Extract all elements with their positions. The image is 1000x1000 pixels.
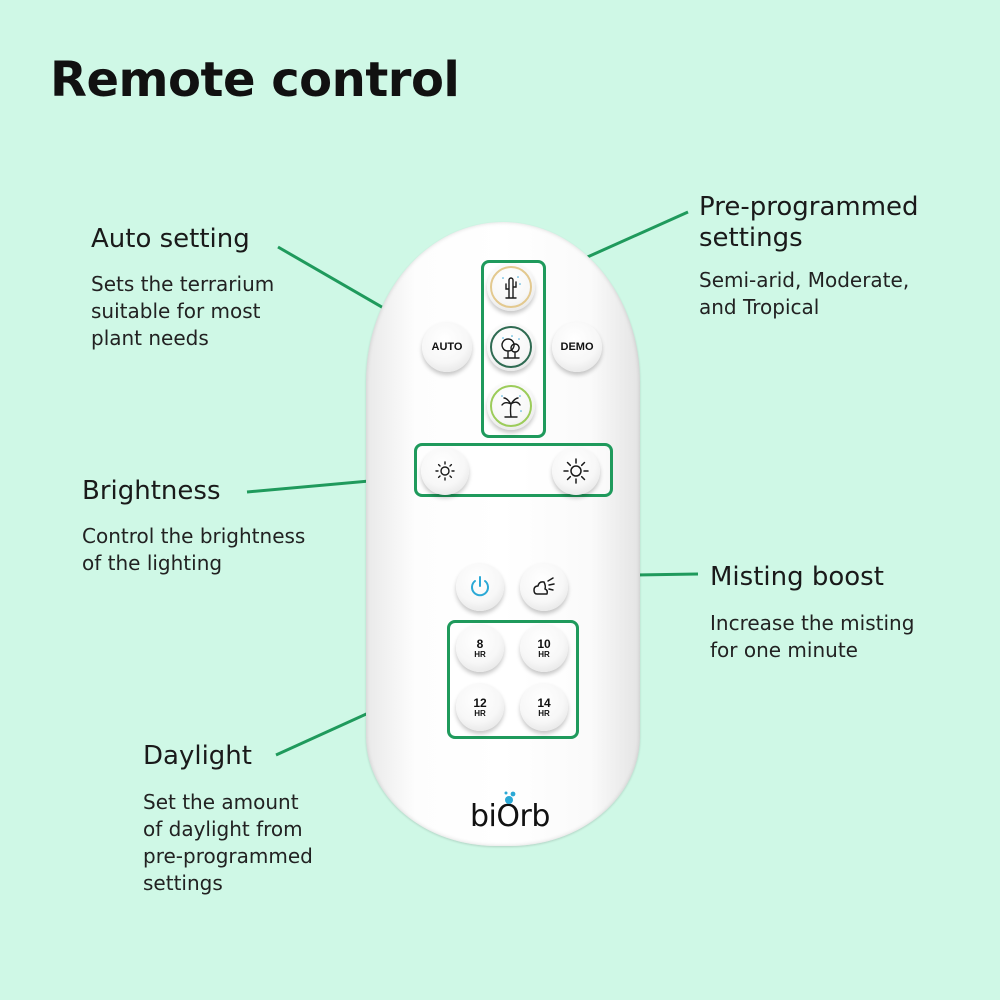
brightness-description: Control the brightness of the lighting <box>82 524 306 575</box>
preset-description: Semi-arid, Moderate, and Tropical <box>699 268 910 319</box>
moderate-button[interactable] <box>487 323 535 371</box>
sun-dim-icon <box>435 461 455 481</box>
brightness-down-button[interactable] <box>421 447 469 495</box>
timer-12hr-button[interactable]: 12 HR <box>456 683 504 731</box>
daylight-description: Set the amount of daylight from pre-prog… <box>143 790 313 895</box>
demo-button-label: DEMO <box>560 341 594 353</box>
brightness-heading: Brightness <box>82 476 221 506</box>
semi-arid-button[interactable] <box>487 263 535 311</box>
timer-12hr-unit: HR <box>474 708 486 718</box>
auto-setting-heading: Auto setting <box>91 224 250 254</box>
power-button[interactable] <box>456 563 504 611</box>
tropical-button[interactable] <box>487 382 535 430</box>
mist-icon <box>533 577 555 595</box>
auto-setting-description: Sets the terrarium suitable for most pla… <box>91 272 275 350</box>
timer-10hr-button[interactable]: 10 HR <box>520 624 568 672</box>
preset-heading: Pre-programmed settings <box>699 192 919 254</box>
timer-8hr-number: 8 <box>476 636 484 651</box>
sun-bright-icon <box>563 458 589 484</box>
timer-14hr-button[interactable]: 14 HR <box>520 683 568 731</box>
timer-10hr-number: 10 <box>537 636 551 651</box>
daylight-heading: Daylight <box>143 741 252 771</box>
auto-button[interactable]: AUTO <box>422 322 472 372</box>
misting-heading: Misting boost <box>710 562 884 592</box>
auto-button-label: AUTO <box>431 341 463 353</box>
timer-14hr-number: 14 <box>537 695 551 710</box>
timer-12hr-number: 12 <box>473 695 487 710</box>
biorb-logo: biOrb <box>470 799 550 834</box>
brightness-up-button[interactable] <box>552 447 600 495</box>
timer-14hr-unit: HR <box>538 708 550 718</box>
page-title: Remote control <box>50 52 460 108</box>
timer-10hr-unit: HR <box>538 649 550 659</box>
misting-description: Increase the misting for one minute <box>710 611 915 662</box>
timer-8hr-unit: HR <box>474 649 486 659</box>
power-icon <box>471 576 489 597</box>
bubble-icon <box>504 791 516 804</box>
timer-8hr-button[interactable]: 8 HR <box>456 624 504 672</box>
demo-button[interactable]: DEMO <box>552 322 602 372</box>
misting-boost-button[interactable] <box>520 563 568 611</box>
